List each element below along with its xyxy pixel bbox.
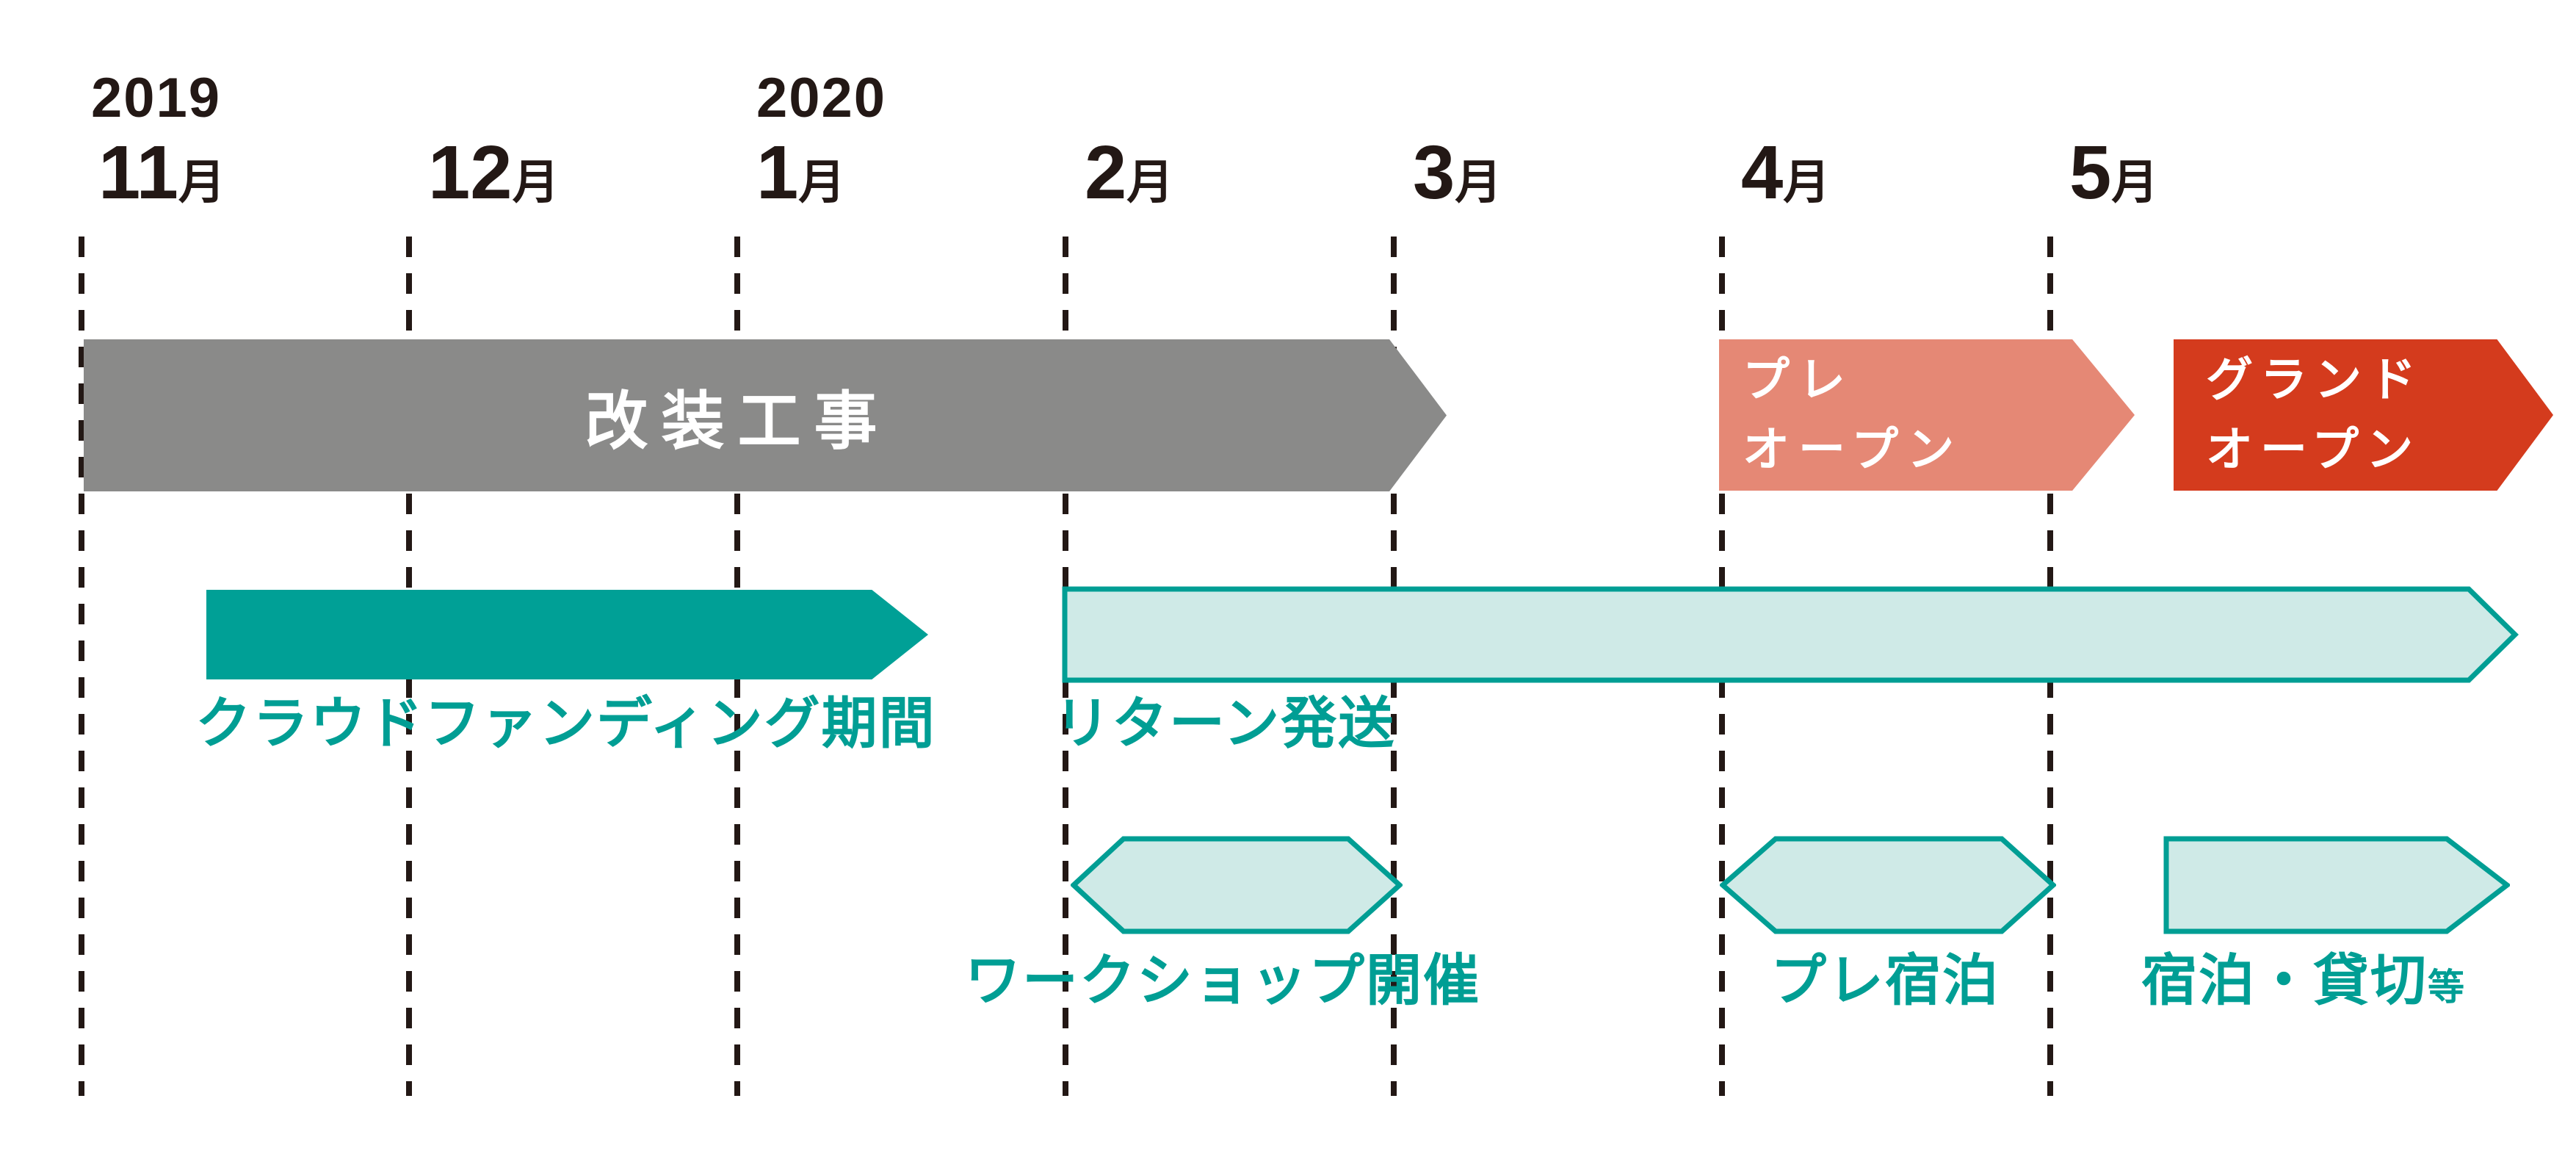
stay-label-suffix: 等 <box>2428 967 2464 1008</box>
month-label-12: 12月 <box>428 134 560 210</box>
return-shipping-bar <box>1062 586 2519 683</box>
month-suffix: 月 <box>798 156 846 209</box>
pre-open-bar-label: プレ オープン <box>1743 345 1963 484</box>
month-number: 1 <box>756 130 799 214</box>
month-number: 4 <box>1741 130 1784 214</box>
grand-open-bar-label: グランド オープン <box>2206 345 2423 484</box>
month-number: 11 <box>98 130 178 214</box>
stay-bar <box>2163 836 2510 934</box>
renovation-bar: 改装工事 <box>84 339 1447 491</box>
return-shipping-bar-shape <box>1062 586 2519 683</box>
month-label-3: 3月 <box>1413 134 1502 210</box>
workshop-bar-shape <box>1071 836 1403 934</box>
month-number: 5 <box>2069 130 2112 214</box>
month-suffix: 月 <box>1783 156 1831 209</box>
pre-open-bar: プレ オープン <box>1719 339 2135 491</box>
month-label-1: 1月 <box>756 134 845 210</box>
month-label-2: 2月 <box>1085 134 1173 210</box>
stay-label-main: 宿泊・貸切 <box>2141 950 2428 1012</box>
month-suffix: 月 <box>1455 156 1502 209</box>
grand-open-bar: グランド オープン <box>2174 339 2553 491</box>
year-label-2019: 2019 <box>91 67 222 129</box>
workshop-bar <box>1071 836 1403 934</box>
month-label-4: 4月 <box>1741 134 1830 210</box>
pre-stay-bar-shape <box>1720 836 2056 934</box>
month-label-11: 11月 <box>98 134 225 210</box>
grand-open-line1: グランド <box>2206 353 2423 407</box>
month-number: 3 <box>1413 130 1455 214</box>
renovation-bar-label: 改装工事 <box>585 386 891 457</box>
pre-open-line2: オープン <box>1743 423 1964 476</box>
month-number: 2 <box>1085 130 1127 214</box>
month-number: 12 <box>428 130 513 214</box>
month-suffix: 月 <box>1126 156 1174 209</box>
stay-label: 宿泊・貸切等 <box>2141 953 2464 1009</box>
month-suffix: 月 <box>2111 156 2159 209</box>
stay-bar-shape <box>2163 836 2510 934</box>
return-shipping-label: リターン発送 <box>1054 693 1396 755</box>
grand-open-line2: オープン <box>2206 423 2421 476</box>
pre-stay-bar <box>1720 836 2056 934</box>
gridline-2019-11 <box>79 237 84 1096</box>
crowdfunding-bar <box>206 590 928 679</box>
year-label-2020: 2020 <box>756 67 887 129</box>
month-suffix: 月 <box>178 156 225 209</box>
crowdfunding-label: クラウドファンディング期間 <box>195 693 936 755</box>
month-suffix: 月 <box>512 156 560 209</box>
workshop-label: ワークショップ開催 <box>965 950 1480 1012</box>
pre-open-line1: プレ <box>1743 353 1854 407</box>
month-label-5: 5月 <box>2069 134 2158 210</box>
pre-stay-label: プレ宿泊 <box>1770 950 2000 1012</box>
